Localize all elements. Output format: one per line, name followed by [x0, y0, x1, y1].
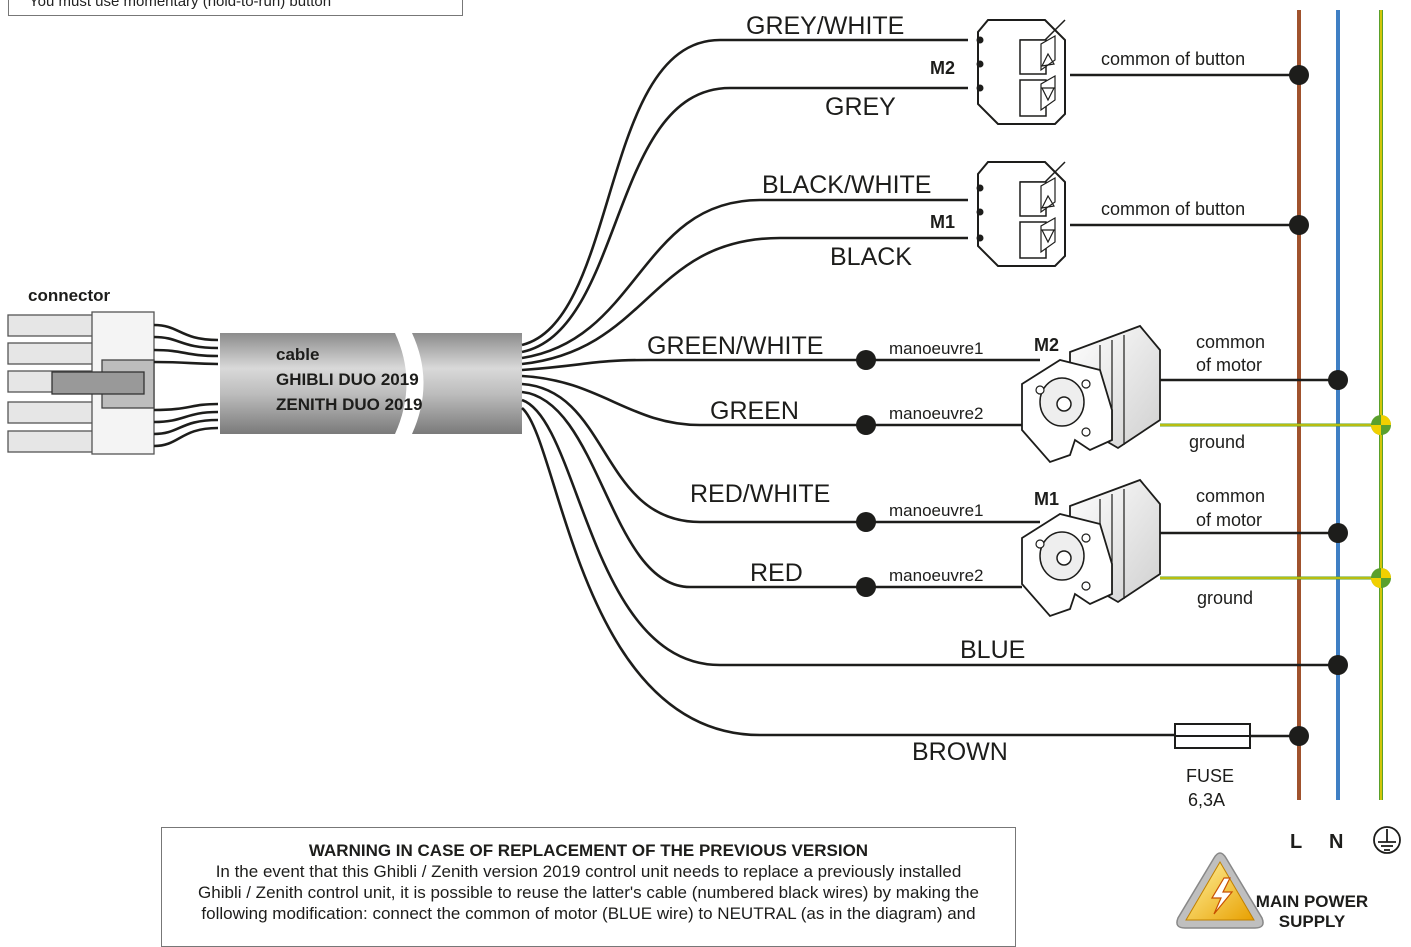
junction-m1-common [1328, 523, 1348, 543]
high-voltage-warning-icon [1176, 852, 1264, 929]
button-m2-label: M2 [930, 58, 955, 78]
wire-blue [521, 398, 1338, 667]
wire-black-white [521, 198, 968, 360]
cable-label-3: ZENITH DUO 2019 [276, 395, 422, 414]
label-grey: GREY [825, 93, 896, 121]
cable-label-1: cable [276, 345, 319, 364]
label-black-white: BLACK/WHITE [762, 171, 931, 199]
warning-line-1: In the event that this Ghibli / Zenith v… [215, 862, 962, 881]
label-brown: BROWN [912, 738, 1008, 766]
rail-label-l: L [1290, 831, 1302, 853]
fuse-label-1: FUSE [1186, 766, 1234, 786]
button-m1-label: M1 [930, 212, 955, 232]
top-note-text: You must use momentary (hold-to-run) but… [29, 0, 332, 10]
junction-m1-manoeuvre2 [856, 577, 876, 597]
m1-ground-label: ground [1197, 588, 1253, 608]
warning-line-3: following modification: connect the comm… [201, 904, 976, 923]
warning-line-2: Ghibli / Zenith control unit, it is poss… [198, 883, 979, 902]
junction-m1-manoeuvre1 [856, 512, 876, 532]
label-black: BLACK [830, 243, 912, 271]
junction-button-m1 [1289, 215, 1309, 235]
cable-label-2: GHIBLI DUO 2019 [276, 370, 419, 389]
wire-red-white [521, 382, 866, 524]
label-red-white: RED/WHITE [690, 480, 830, 508]
wire-grey-white [521, 38, 968, 347]
wire-black [521, 236, 968, 366]
junction-brown-live [1289, 726, 1309, 746]
fuse-label-2: 6,3A [1188, 790, 1225, 810]
junction-button-m2 [1289, 65, 1309, 85]
power-rails [1297, 10, 1383, 800]
motor-m1-label: M1 [1034, 489, 1059, 509]
label-red: RED [750, 559, 803, 587]
wire-red [521, 390, 866, 589]
main-power-supply-line-2: SUPPLY [1278, 912, 1346, 931]
warning-box: WARNING IN CASE OF REPLACEMENT OF THE PR… [161, 827, 1016, 947]
label-green: GREEN [710, 397, 799, 425]
cable: cable GHIBLI DUO 2019 ZENITH DUO 2019 [220, 333, 522, 434]
connector-label: connector [28, 286, 111, 305]
motor-m2: M2 [1021, 324, 1161, 464]
common-of-button-m1: common of button [1101, 199, 1245, 219]
rail-label-n: N [1329, 831, 1343, 853]
main-power-supply-line-1: MAIN POWER [1255, 892, 1369, 911]
motor-m2-label: M2 [1034, 335, 1059, 355]
wire-brown [521, 407, 1175, 737]
m2-ground-label: ground [1189, 432, 1245, 452]
top-note: You must use momentary (hold-to-run) but… [8, 0, 463, 16]
junction-m2-manoeuvre1 [856, 350, 876, 370]
wire-green-white [521, 358, 866, 372]
fanout-wires [521, 38, 1338, 737]
earth-symbol-icon [1373, 826, 1401, 854]
m1-manoeuvre2-label: manoeuvre2 [889, 566, 984, 585]
label-blue: BLUE [960, 636, 1025, 664]
label-green-white: GREEN/WHITE [647, 332, 823, 360]
junction-m2-common [1328, 370, 1348, 390]
m2-common-label-1: common [1196, 332, 1265, 352]
common-of-button-m2: common of button [1101, 49, 1245, 69]
m2-common-label-2: of motor [1196, 355, 1262, 375]
wire-green [521, 374, 866, 427]
motor-m1: M1 [1021, 478, 1161, 618]
junction-blue-neutral [1328, 655, 1348, 675]
m2-manoeuvre1-label: manoeuvre1 [889, 339, 984, 358]
label-grey-white: GREY/WHITE [746, 12, 904, 40]
junction-m1-ground [1371, 568, 1391, 588]
m2-manoeuvre2-label: manoeuvre2 [889, 404, 984, 423]
button-m1: M1 [930, 161, 1066, 267]
junction-m2-manoeuvre2 [856, 415, 876, 435]
main-power-supply-label: MAIN POWER SUPPLY [1252, 892, 1372, 932]
m1-common-label-1: common [1196, 486, 1265, 506]
junction-m2-ground [1371, 415, 1391, 435]
connector: connector [7, 286, 155, 455]
m1-manoeuvre1-label: manoeuvre1 [889, 501, 984, 520]
wire-grey [521, 86, 968, 354]
warning-title: WARNING IN CASE OF REPLACEMENT OF THE PR… [308, 841, 869, 860]
button-m2: M2 [930, 19, 1066, 125]
wire-labels: GREY/WHITE GREY BLACK/WHITE BLACK GREEN/… [647, 12, 1025, 766]
m1-common-label-2: of motor [1196, 510, 1262, 530]
fuse: FUSE 6,3A [1174, 723, 1251, 810]
connector-wires [153, 323, 219, 448]
